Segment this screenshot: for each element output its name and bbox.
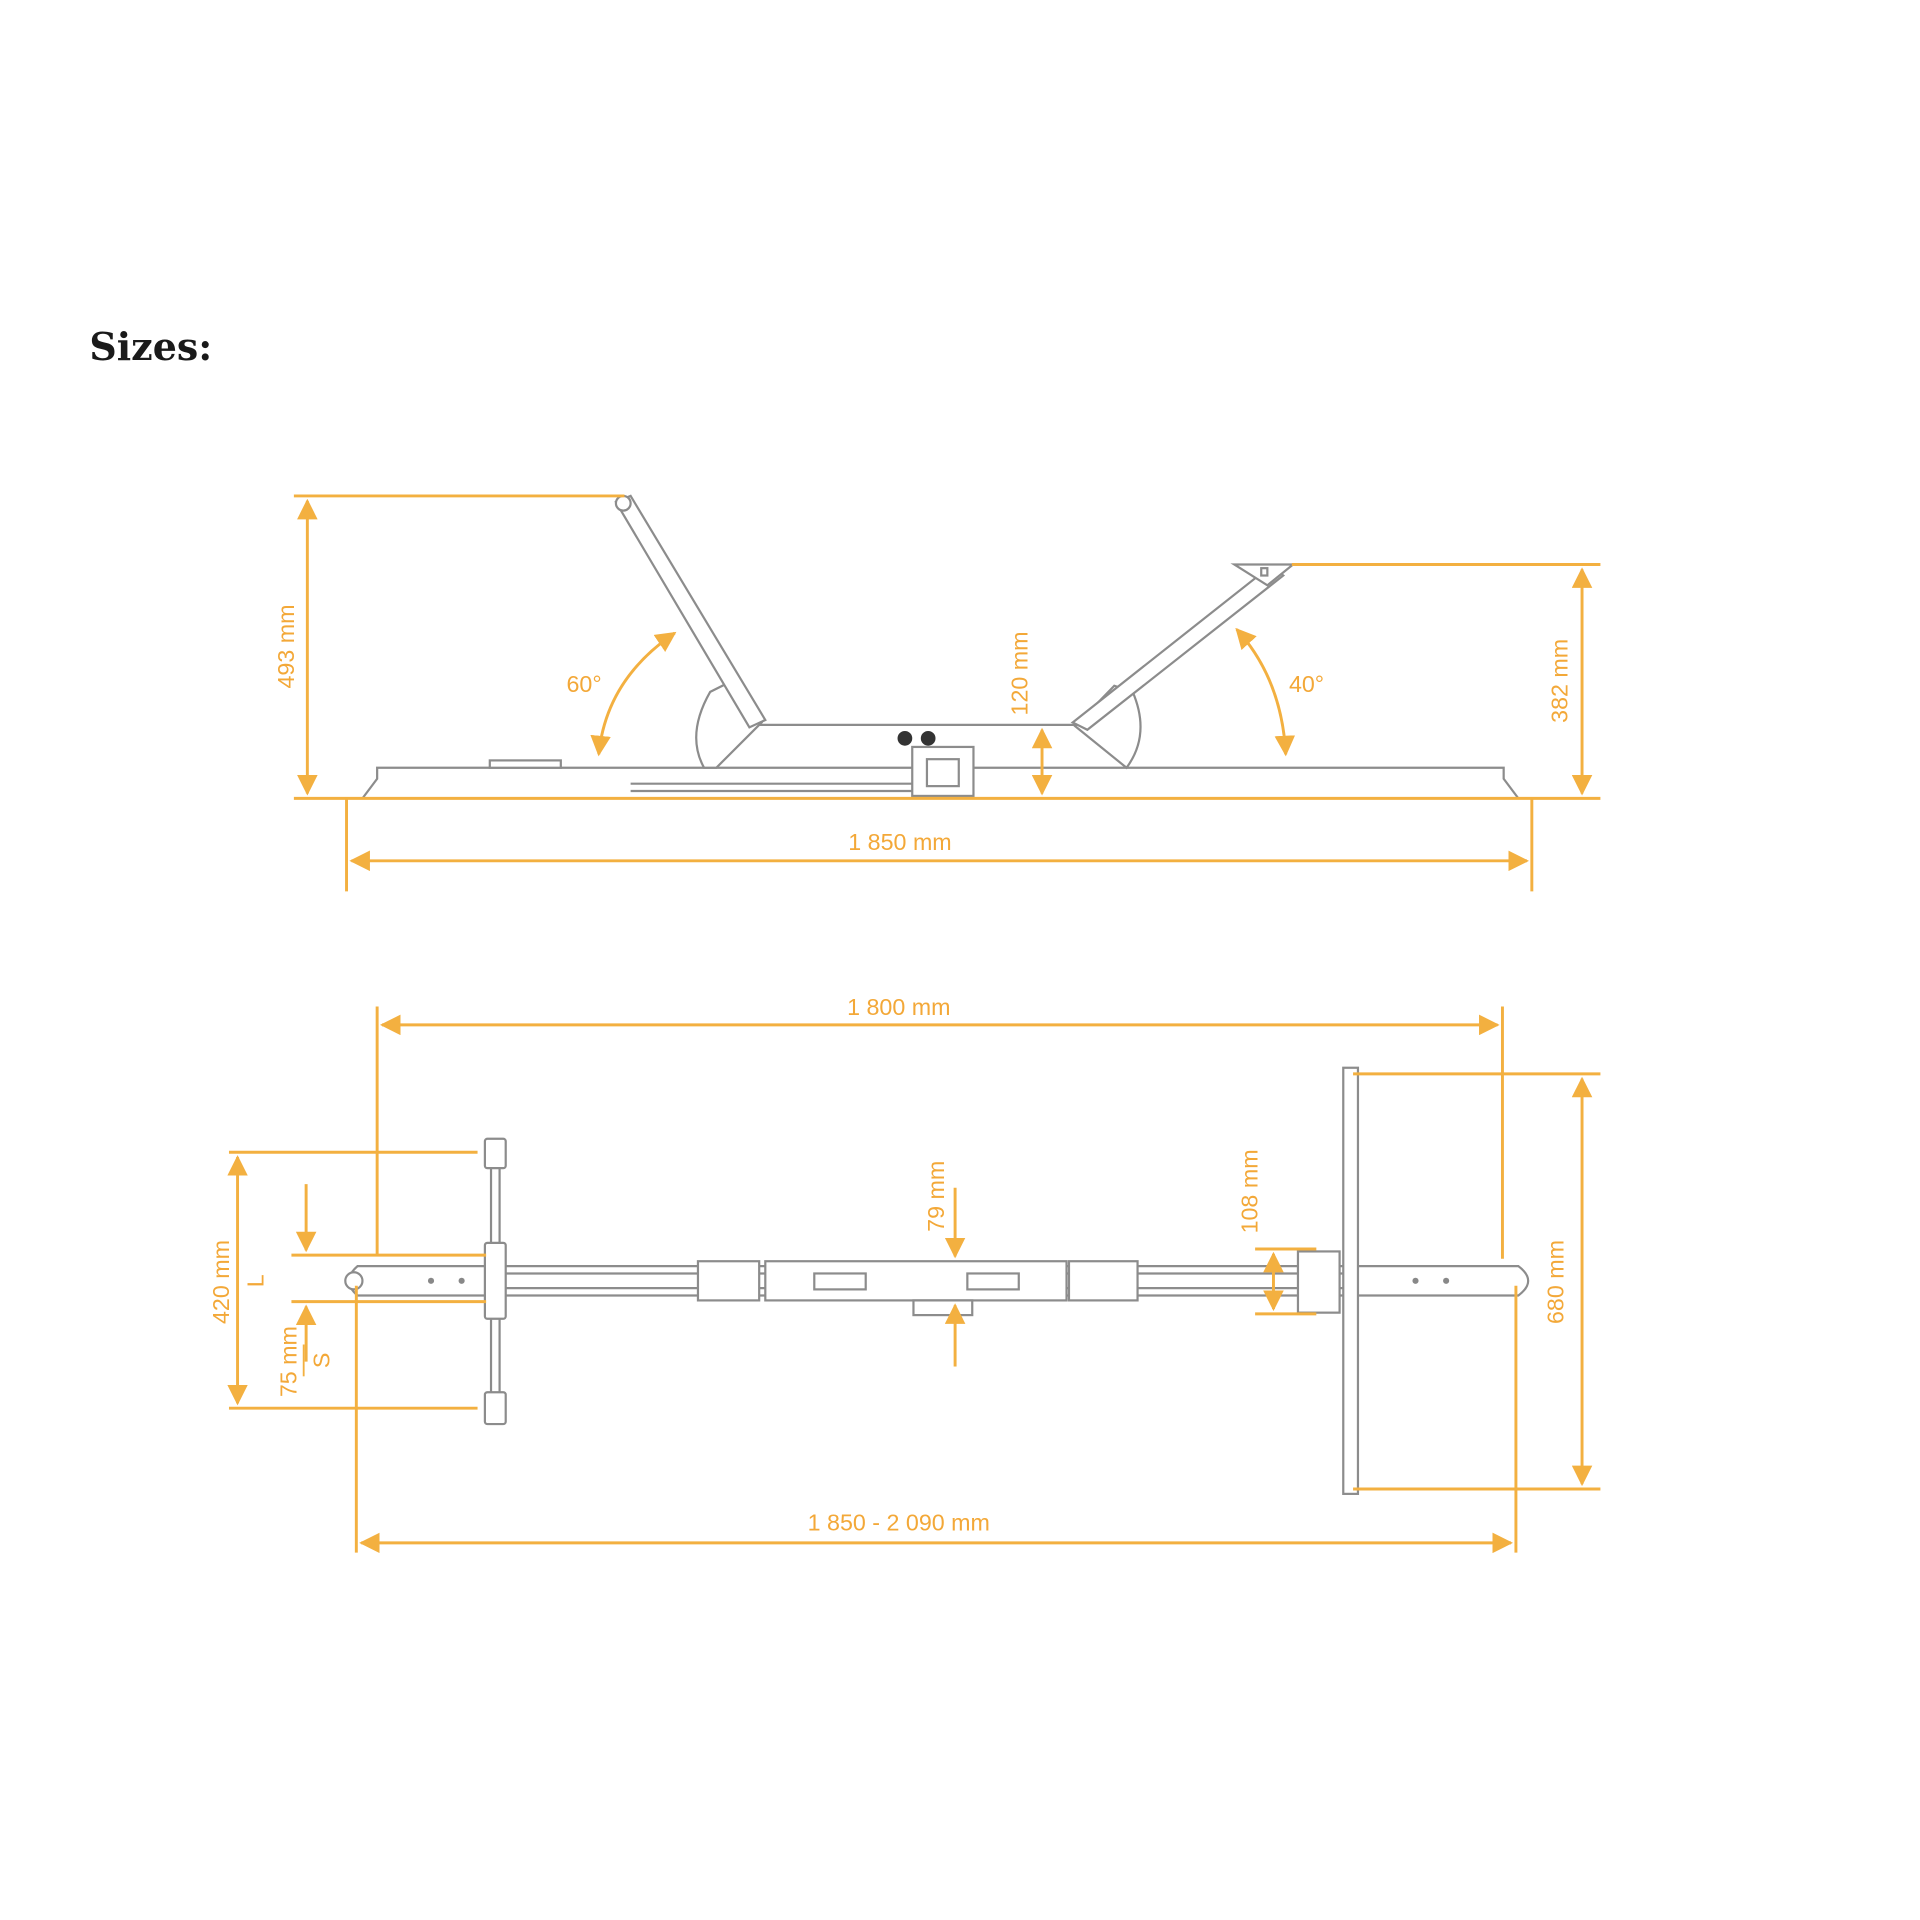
side-view-frame [360,494,1521,800]
top-view-frame [344,1066,1530,1495]
knob-icon [920,731,936,746]
dimension-120: 120 mm [1006,631,1053,796]
dimension-label: 1 850 - 2 090 mm [808,1510,990,1536]
dimension-1850-2090: 1 850 - 2 090 mm [354,1285,1518,1554]
dimension-108: 108 mm [1237,1149,1317,1316]
dimension-label: 420 mm [208,1240,234,1324]
grip-icon [483,1391,507,1426]
label-S: S [308,1353,334,1369]
dimension-label: 382 mm [1546,639,1572,723]
section-title: Sizes: [89,324,212,369]
dimension-75-L-S: L 75 mm S [242,1184,487,1397]
side-view: 493 mm 382 mm 120 mm 60° 40° 1 850 mm [273,494,1601,892]
dimension-label: 680 mm [1543,1240,1569,1324]
top-view: 1 800 mm 680 mm 1 850 - 2 090 mm 420 mm … [208,994,1601,1554]
dimension-label: 75 mm [275,1326,301,1397]
dimension-label: 493 mm [273,605,299,689]
angle-label: 60° [566,671,601,697]
dimension-label: 120 mm [1006,631,1032,715]
dimension-680: 680 mm [1353,1072,1601,1491]
knob-icon [897,731,913,746]
grip-icon [483,1137,507,1170]
angle-label: 40° [1289,671,1324,697]
dimension-label: 108 mm [1237,1149,1263,1233]
dimension-79: 79 mm [923,1161,966,1367]
dimension-label: 1 800 mm [847,994,950,1020]
dimension-label: 79 mm [923,1161,949,1232]
dimension-1800: 1 800 mm [375,994,1504,1259]
dimension-382: 382 mm [1291,563,1601,796]
dimension-420: 420 mm [208,1150,478,1410]
label-L: L [242,1274,268,1287]
dimension-493: 493 mm [273,494,1601,800]
dimension-1850: 1 850 mm [345,798,1534,892]
angle-60: 60° [566,631,677,757]
dimension-label: 1 850 mm [848,829,951,855]
angle-40: 40° [1235,627,1324,757]
